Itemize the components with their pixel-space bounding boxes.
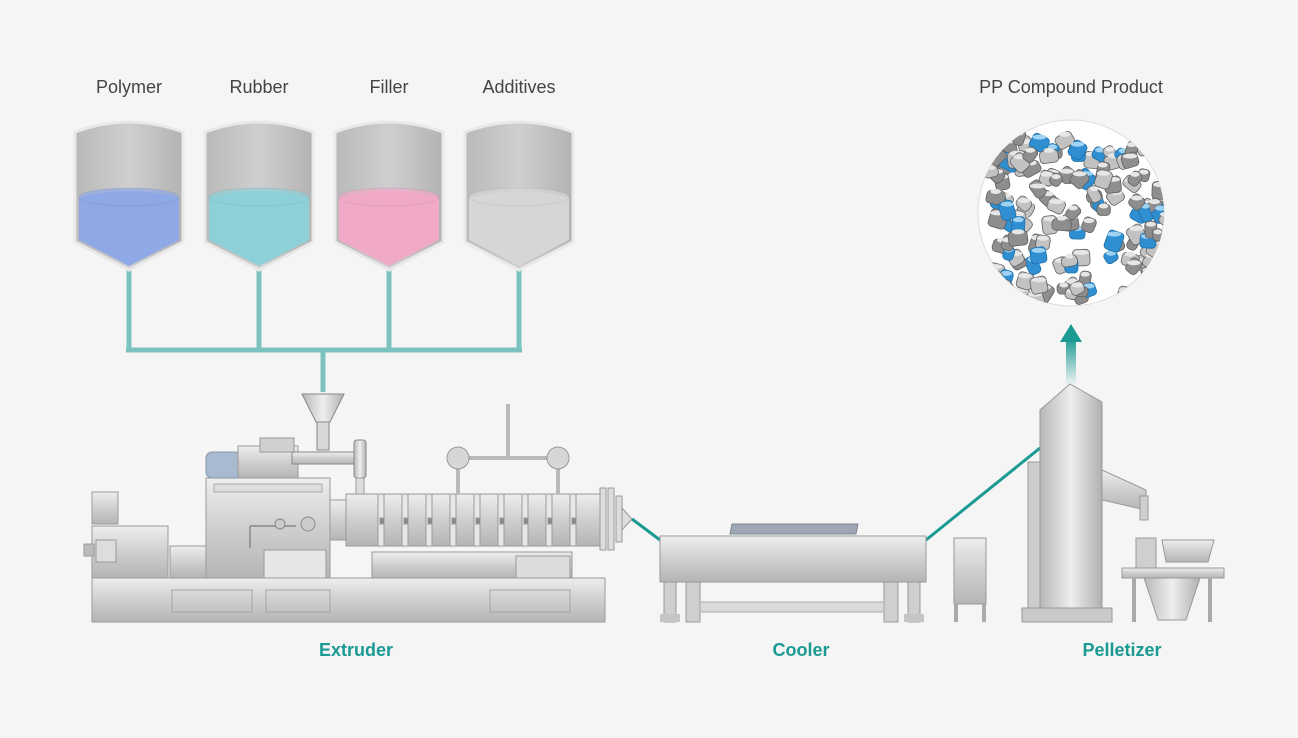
hopper-additives — [463, 120, 575, 272]
hoppers-group — [73, 120, 575, 272]
stage-label-pelletizer: Pelletizer — [1082, 640, 1162, 660]
extruder-machine — [83, 393, 633, 623]
stage-label-extruder: Extruder — [318, 640, 394, 660]
hopper-label-additives: Additives — [482, 77, 556, 97]
hopper-label-filler: Filler — [369, 77, 409, 97]
feed-pipes — [126, 270, 522, 392]
pelletizer-machine — [1021, 383, 1225, 623]
hopper-polymer — [73, 120, 185, 272]
hopper-filler — [333, 120, 445, 272]
product-label: PP Compound Product — [979, 77, 1163, 97]
hopper-rubber — [203, 120, 315, 272]
stage-label-cooler: Cooler — [772, 640, 830, 660]
pp-compound-pellets-image — [977, 119, 1165, 307]
cooler-machine — [659, 523, 987, 623]
hopper-label-rubber: Rubber — [229, 77, 289, 97]
output-arrow — [1060, 324, 1082, 386]
hopper-label-polymer: Polymer — [95, 77, 163, 97]
